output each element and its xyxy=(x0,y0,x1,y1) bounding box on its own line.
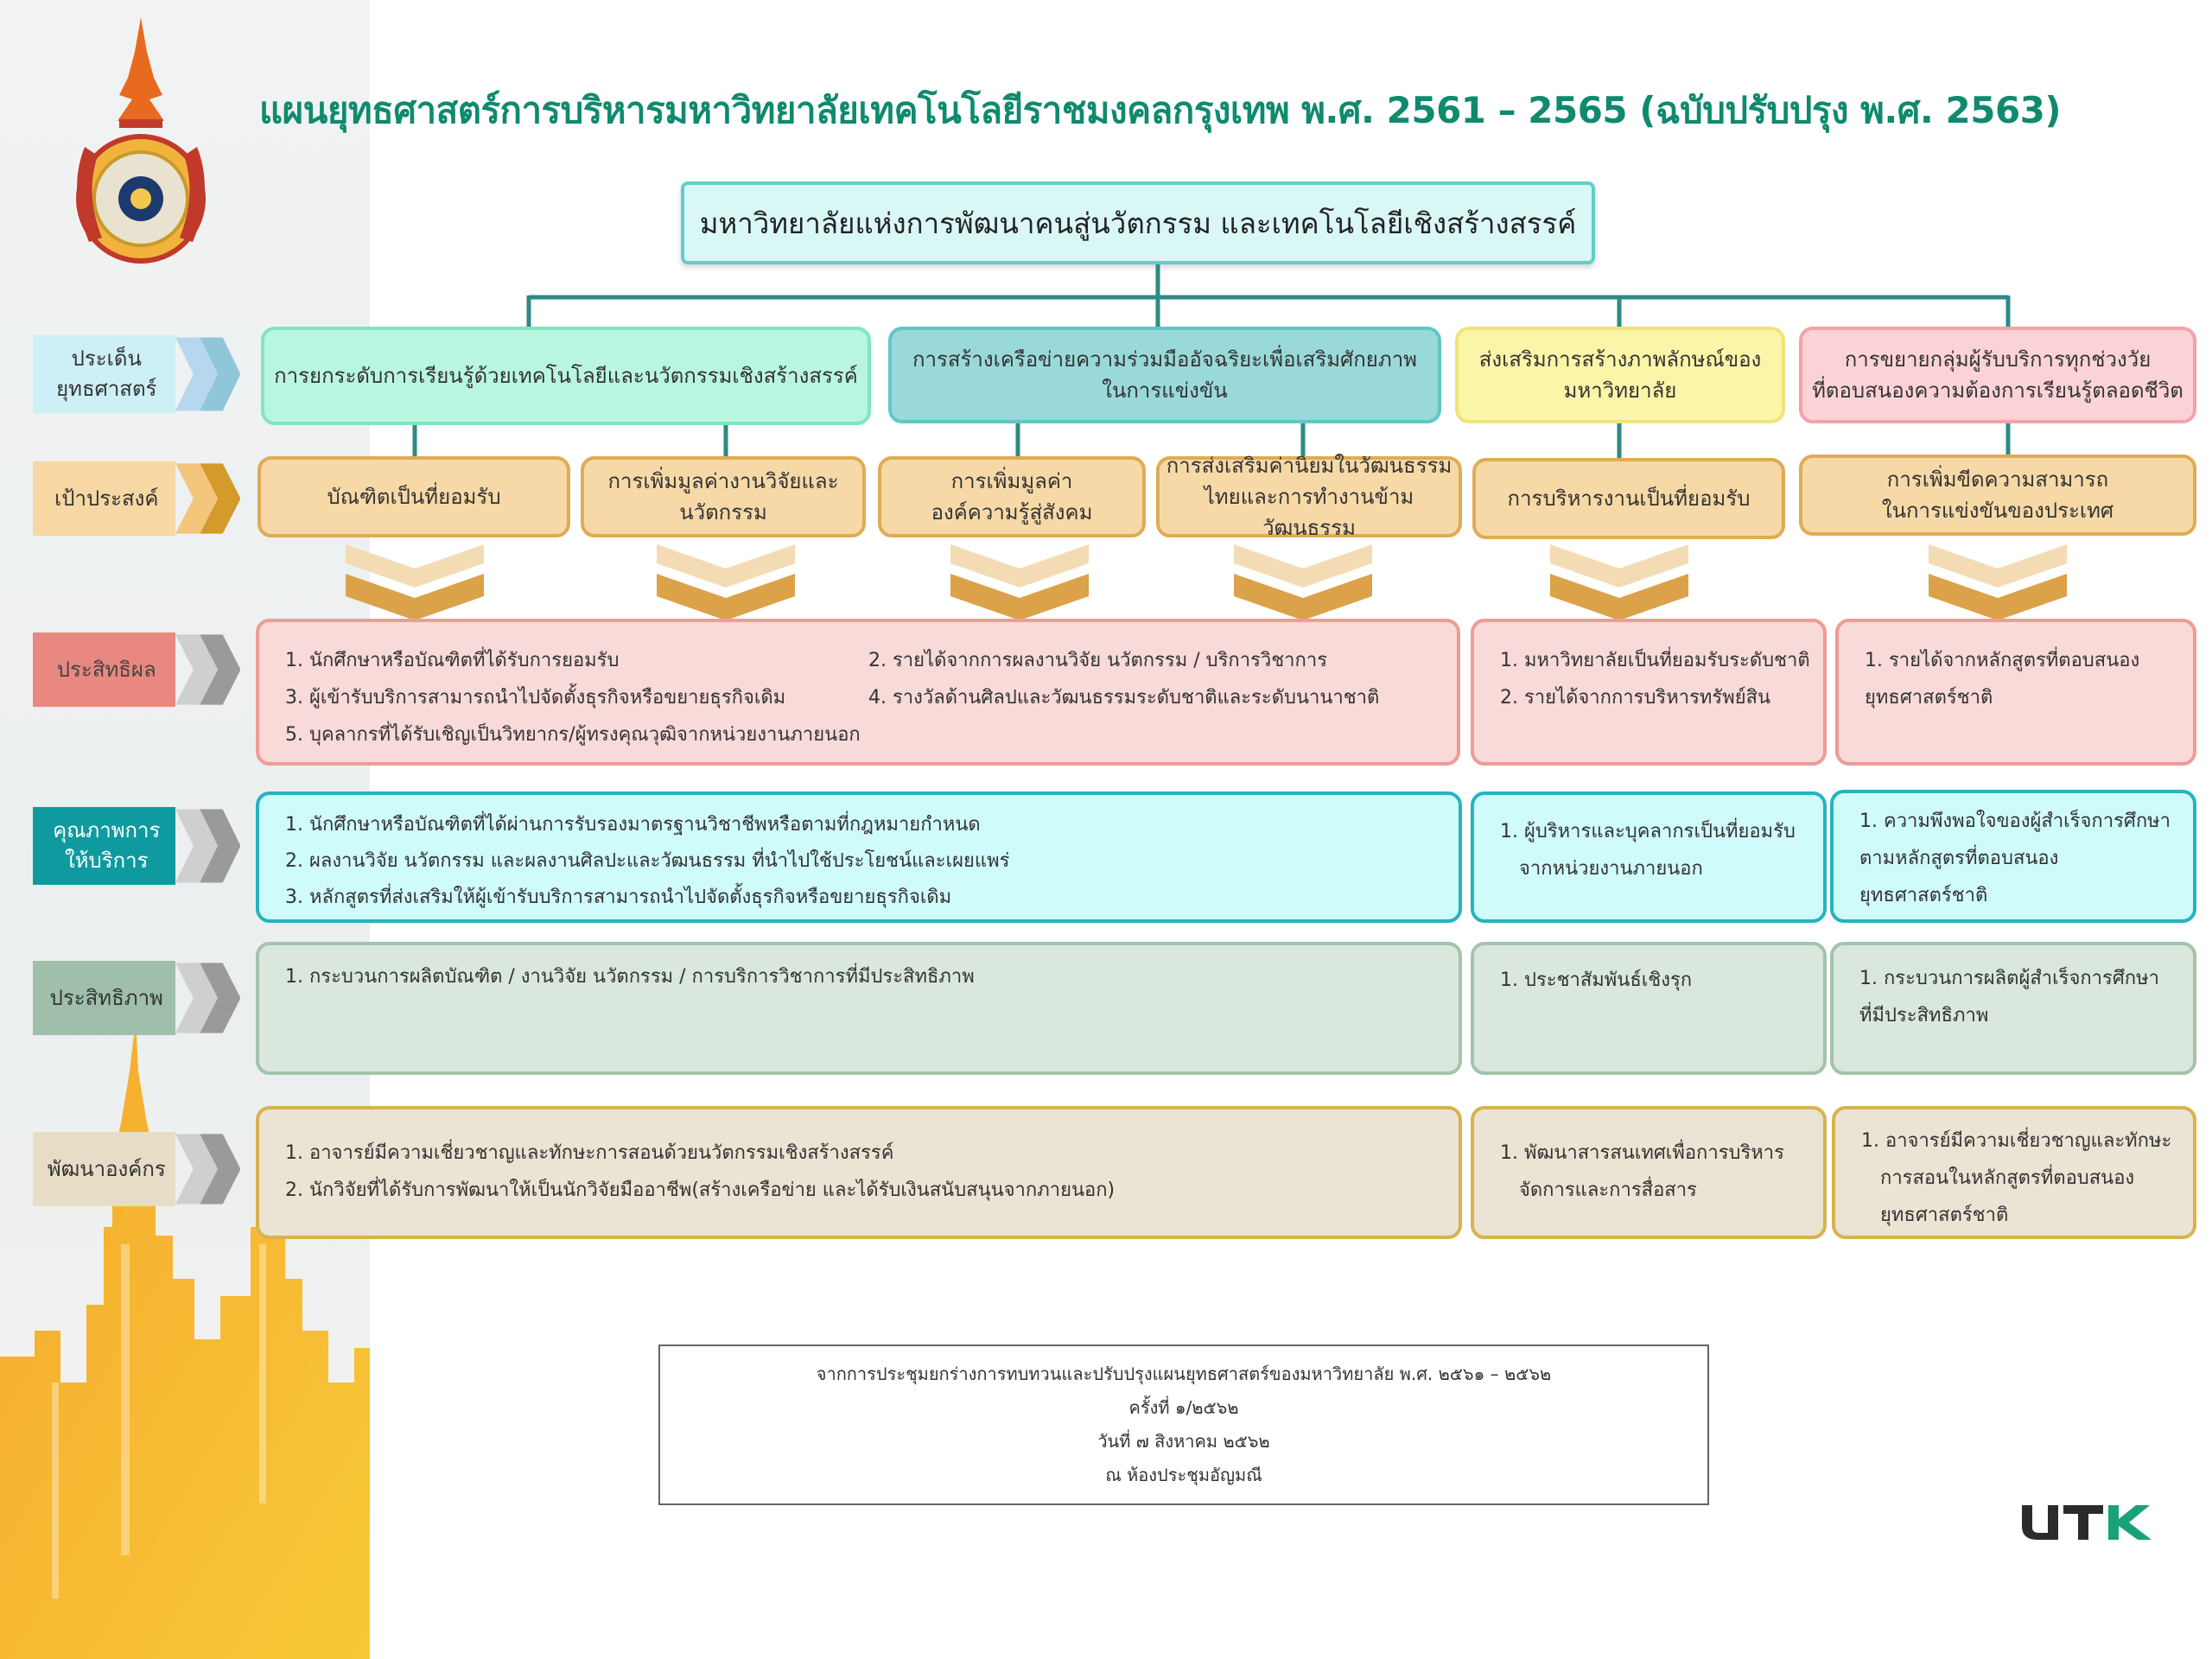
utk-brand-logo xyxy=(2022,1505,2152,1540)
efficiency-item: 1. ประชาสัมพันธ์เชิงรุก xyxy=(1500,969,1693,991)
source-note-box: จากการประชุมยกร่างการทบทวนและปรับปรุงแผน… xyxy=(658,1344,1709,1505)
strategic-issue-2: การสร้างเครือข่ายความร่วมมืออัจฉริยะเพื่… xyxy=(888,327,1441,423)
outcome-item: 2. รายได้จากการผลงานวิจัย นวัตกรรม / บริ… xyxy=(868,650,1328,671)
source-note-line: ณ ห้องประชุมอัญมณี xyxy=(1105,1465,1262,1485)
goal-6: การเพิ่มขีดความสามารถ ในการแข่งขันของประ… xyxy=(1799,454,2196,536)
strategic-issue-1: การยกระดับการเรียนรู้ด้วยเทคโนโลยีและนวั… xyxy=(261,327,871,425)
development-item: 1. อาจารย์มีความเชี่ยวชาญและทักษะการสอนด… xyxy=(285,1142,894,1164)
quality-box-image: 1. ผู้บริหารและบุคลากรเป็นที่ยอมรับ จากห… xyxy=(1471,791,1827,923)
strategic-issue-4: การขยายกลุ่มผู้รับบริการทุกช่วงวัย ที่ตอ… xyxy=(1799,327,2196,423)
source-note-line: ครั้งที่ ๑/๒๕๖๒ xyxy=(1128,1397,1239,1418)
outcome-box-image: 1. มหาวิทยาลัยเป็นที่ยอมรับระดับชาติ 2. … xyxy=(1471,619,1827,766)
row-label-strategic: ประเด็น ยุทธศาสตร์ xyxy=(33,335,240,413)
efficiency-box-image: 1. ประชาสัมพันธ์เชิงรุก xyxy=(1471,942,1827,1075)
university-emblem-logo xyxy=(76,17,206,264)
chevron-arrow-icon xyxy=(175,634,240,705)
row-label-development-text: พัฒนาองค์กร xyxy=(33,1132,175,1206)
quality-box-main: 1. นักศึกษาหรือบัณฑิตที่ได้ผ่านการรับรอง… xyxy=(256,791,1462,923)
efficiency-item: 1. กระบวนการผลิตบัณฑิต / งานวิจัย นวัตกร… xyxy=(285,966,975,988)
quality-item: 1. นักศึกษาหรือบัณฑิตที่ได้ผ่านการรับรอง… xyxy=(285,814,981,836)
outcome-item: 1. นักศึกษาหรือบัณฑิตที่ได้รับการยอมรับ xyxy=(285,650,620,671)
down-chevron-icon xyxy=(346,544,484,620)
quality-item: 1. ความพึงพอใจของผู้สำเร็จการศึกษา xyxy=(1859,810,2171,832)
development-box-main: 1. อาจารย์มีความเชี่ยวชาญและทักษะการสอนด… xyxy=(256,1106,1462,1239)
chevron-arrow-icon xyxy=(175,1134,240,1205)
outcome-item: 2. รายได้จากการบริหารทรัพย์สิน xyxy=(1500,686,1771,709)
row-label-outcome-text: ประสิทธิผล xyxy=(33,632,175,707)
quality-item: 1. ผู้บริหารและบุคลากรเป็นที่ยอมรับ xyxy=(1500,821,1796,842)
development-item: 1. อาจารย์มีความเชี่ยวชาญและทักษะ xyxy=(1861,1130,2172,1152)
down-chevron-icon xyxy=(657,544,795,620)
efficiency-item: ที่มีประสิทธิภาพ xyxy=(1859,1004,1989,1027)
quality-item: ตามหลักสูตรที่ตอบสนอง xyxy=(1859,847,2059,869)
development-box-image: 1. พัฒนาสารสนเทศเพื่อการบริหาร จัดการและ… xyxy=(1471,1106,1827,1239)
down-chevron-icon xyxy=(1929,544,2067,620)
row-label-quality: คุณภาพการ ให้บริการ xyxy=(33,807,240,885)
outcome-item: 1. มหาวิทยาลัยเป็นที่ยอมรับระดับชาติ xyxy=(1500,650,1810,671)
outcome-item: ยุทธศาสตร์ชาติ xyxy=(1865,686,1993,709)
efficiency-box-lifelong: 1. กระบวนการผลิตผู้สำเร็จการศึกษา ที่มีป… xyxy=(1830,942,2196,1075)
goal-2: การเพิ่มมูลค่างานวิจัยและ นวัตกรรม xyxy=(581,456,866,537)
down-chevron-icon xyxy=(950,544,1089,620)
efficiency-box-main: 1. กระบวนการผลิตบัณฑิต / งานวิจัย นวัตกร… xyxy=(256,942,1462,1075)
quality-item: 2. ผลงานวิจัย นวัตกรรม และผลงานศิลปะและว… xyxy=(285,849,1010,872)
chevron-arrow-icon xyxy=(175,963,240,1033)
development-item: ยุทธศาสตร์ชาติ xyxy=(1880,1204,2009,1226)
vision-box: มหาวิทยาลัยแห่งการพัฒนาคนสู่นวัตกรรม และ… xyxy=(681,181,1595,264)
row-label-efficiency: ประสิทธิภาพ xyxy=(33,961,240,1035)
goal-1: บัณฑิตเป็นที่ยอมรับ xyxy=(257,456,570,537)
development-item: จัดการและการสื่อสาร xyxy=(1519,1179,1697,1201)
goal-5: การบริหารงานเป็นที่ยอมรับ xyxy=(1472,458,1785,539)
row-label-goal: เป้าประสงค์ xyxy=(33,461,240,536)
outcome-item: 1. รายได้จากหลักสูตรที่ตอบสนอง xyxy=(1865,650,2140,671)
chevron-arrow-icon xyxy=(175,337,240,411)
row-label-efficiency-text: ประสิทธิภาพ xyxy=(33,961,175,1035)
city-skyline-illustration xyxy=(0,1020,370,1659)
goal-3: การเพิ่มมูลค่า องค์ความรู้สู่สังคม xyxy=(878,456,1146,537)
outcome-item: 5. บุคลากรที่ได้รับเชิญเป็นวิทยากร/ผู้ทร… xyxy=(285,723,861,746)
development-item: 2. นักวิจัยที่ได้รับการพัฒนาให้เป็นนักวิ… xyxy=(285,1179,1116,1201)
development-item: 1. พัฒนาสารสนเทศเพื่อการบริหาร xyxy=(1500,1142,1784,1164)
quality-item: จากหน่วยงานภายนอก xyxy=(1519,857,1703,880)
outcome-box-main: 1. นักศึกษาหรือบัณฑิตที่ได้รับการยอมรับ … xyxy=(256,619,1460,766)
chevron-arrow-icon xyxy=(175,809,240,883)
quality-box-lifelong: 1. ความพึงพอใจของผู้สำเร็จการศึกษา ตามหล… xyxy=(1830,790,2196,923)
development-item: การสอนในหลักสูตรที่ตอบสนอง xyxy=(1880,1166,2135,1189)
development-box-lifelong: 1. อาจารย์มีความเชี่ยวชาญและทักษะ การสอน… xyxy=(1832,1106,2196,1239)
outcome-item: 4. รางวัลด้านศิลปและวัฒนธรรมระดับชาติและ… xyxy=(868,686,1380,709)
outcome-item: 3. ผู้เข้ารับบริการสามารถนำไปจัดตั้งธุรก… xyxy=(285,686,786,709)
down-chevron-icon xyxy=(1550,544,1688,620)
down-chevron-icon xyxy=(1234,544,1372,620)
row-label-development: พัฒนาองค์กร xyxy=(33,1132,240,1206)
quality-item: 3. หลักสูตรที่ส่งเสริมให้ผู้เข้ารับบริกา… xyxy=(285,886,952,908)
outcome-box-lifelong: 1. รายได้จากหลักสูตรที่ตอบสนอง ยุทธศาสตร… xyxy=(1835,619,2196,766)
row-label-quality-text: คุณภาพการ ให้บริการ xyxy=(33,807,175,885)
source-note-line: จากการประชุมยกร่างการทบทวนและปรับปรุงแผน… xyxy=(816,1363,1552,1384)
row-label-strategic-text: ประเด็น ยุทธศาสตร์ xyxy=(33,335,175,413)
efficiency-item: 1. กระบวนการผลิตผู้สำเร็จการศึกษา xyxy=(1859,968,2159,989)
page-title: แผนยุทธศาสตร์การบริหารมหาวิทยาลัยเทคโนโล… xyxy=(259,89,2062,131)
strategic-issue-3: ส่งเสริมการสร้างภาพลักษณ์ของ มหาวิทยาลัย xyxy=(1455,327,1785,423)
row-label-outcome: ประสิทธิผล xyxy=(33,632,240,707)
goal-4: การส่งเสริมค่านิยมในวัฒนธรรม ไทยและการทำ… xyxy=(1156,454,1462,540)
source-note-line: วันที่ ๗ สิงหาคม ๒๕๖๒ xyxy=(1097,1431,1270,1452)
row-label-goal-text: เป้าประสงค์ xyxy=(33,461,175,536)
quality-item: ยุทธศาสตร์ชาติ xyxy=(1859,884,1988,906)
chevron-arrow-icon xyxy=(175,463,240,534)
